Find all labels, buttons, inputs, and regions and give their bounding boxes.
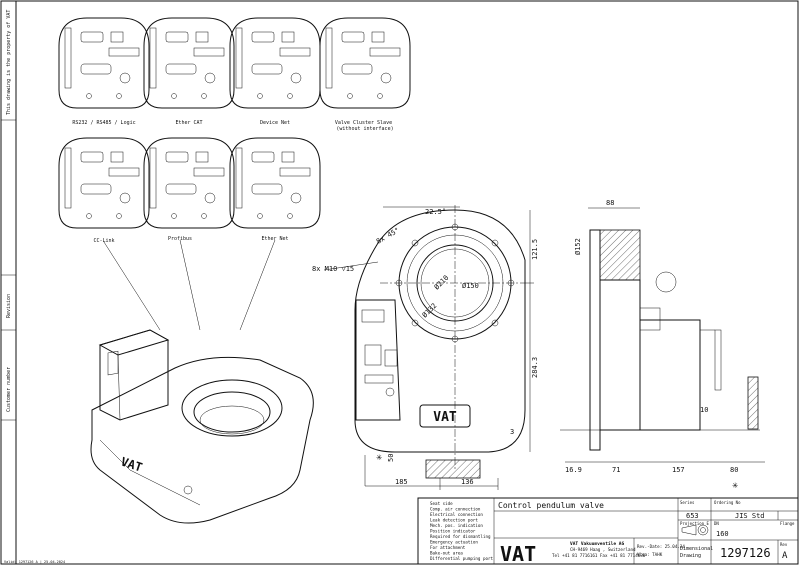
dim-w88: 88 xyxy=(606,199,614,207)
panel-cc-link: CC-Link xyxy=(58,137,150,244)
ordering-label: Ordering No xyxy=(714,500,741,505)
company-name: VAT Vakuumventile AG xyxy=(570,541,624,547)
legend-item: Differential pumping port xyxy=(430,556,494,561)
legend-item: Seat side xyxy=(430,501,453,506)
dim-w136: 136 xyxy=(461,478,474,486)
series-value: 653 xyxy=(686,512,699,520)
asterisk-icon: ✳ xyxy=(732,480,738,491)
visa: Visa: TAHK xyxy=(637,552,663,557)
projection-symbol-icon xyxy=(681,524,709,536)
legend-item: Bake-out area xyxy=(430,551,463,556)
dim-d210: Ø210 xyxy=(433,274,451,292)
legend-item: Electrical connection xyxy=(430,512,483,517)
dim-h50: 50 xyxy=(387,454,395,462)
dim-h121: 121.5 xyxy=(531,239,539,260)
legend-item: For attachment xyxy=(430,545,466,550)
rev-value: A xyxy=(782,551,788,561)
dim-d150: Ø150 xyxy=(462,282,479,290)
customer-number-label: Customer number xyxy=(6,367,12,412)
asterisk-icon: ✳ xyxy=(376,452,382,463)
legend-item: Position indicator xyxy=(430,529,476,534)
side-view: 88 Ø152 10 16.9 71 157 80 ✳ xyxy=(560,199,765,491)
dim-w16-9: 16.9 xyxy=(565,466,582,474)
dim-bolt: 8x M10 ▽15 xyxy=(312,265,354,273)
revision-label: Revision xyxy=(6,294,12,318)
panel-devicenet: Device Net xyxy=(229,17,321,126)
projection-label: Projection E xyxy=(680,521,709,526)
dim-angle-8x: 8x 45° xyxy=(375,226,401,246)
legend-list: Seat side Comp. air connection Electrica… xyxy=(430,501,494,561)
legend-item: Required for dismantling xyxy=(430,534,491,539)
vat-logo: VAT xyxy=(500,542,536,566)
panel-label: RS232 / RS485 / Logic xyxy=(72,120,135,126)
drawing-title: Control pendulum valve xyxy=(498,501,604,510)
doc-type-2: Drawing xyxy=(680,553,701,559)
panel-label: CC-Link xyxy=(93,238,114,244)
panel-ethercat: Ether CAT xyxy=(143,17,235,126)
footer-id: Valid: 1297126_A | 25.04.2024 xyxy=(4,560,65,564)
dim-w80: 80 xyxy=(730,466,738,474)
front-view: VAT 22.5° 8x 45° 8x M10 ▽15 Ø210 Ø150 Ø1… xyxy=(312,205,539,490)
rev-date: Rev.-Date: 25.04.24 xyxy=(637,544,685,549)
panel-label: Ether CAT xyxy=(175,120,202,126)
panel-valve-cluster: Valve Cluster Slave (without interface) xyxy=(319,17,411,132)
legend-item: Leak detection port xyxy=(430,518,478,523)
dim-angle-top: 22.5° xyxy=(425,208,446,216)
doc-type-1: Dimensional xyxy=(680,546,713,552)
panel-label: Device Net xyxy=(260,120,290,126)
legend-item: Emergency actuation xyxy=(430,540,478,545)
panel-label: Ether Net xyxy=(261,236,288,242)
rev-label: Rev xyxy=(780,542,788,547)
panel-profibus: Profibus xyxy=(143,137,235,242)
dn-value: 160 xyxy=(716,530,729,538)
doc-number: 1297126 xyxy=(720,546,771,560)
series-label: Series xyxy=(680,500,695,505)
dim-w185: 185 xyxy=(395,478,408,486)
ordering-value: JIS Std xyxy=(735,512,765,520)
panel-label: Profibus xyxy=(168,236,192,242)
flange-label: Flange xyxy=(780,521,795,526)
title-block: Seat side Comp. air connection Electrica… xyxy=(417,497,799,566)
isometric-valve-view: VAT xyxy=(90,329,314,524)
dim-d10: 10 xyxy=(700,406,708,414)
panel-rs232: RS232 / RS485 / Logic xyxy=(58,17,150,126)
iso-logo: VAT xyxy=(119,455,144,475)
company-address: CH-9469 Haag , Switzerland xyxy=(570,547,636,552)
front-logo: VAT xyxy=(433,410,457,425)
dim-w157: 157 xyxy=(672,466,685,474)
panel-label: Valve Cluster Slave (without interface) xyxy=(335,120,395,132)
panel-ethernet: Ether Net xyxy=(229,137,321,242)
dim-d152: Ø152 xyxy=(574,238,582,255)
dim-w71: 71 xyxy=(612,466,620,474)
dim-h284: 284.3 xyxy=(531,357,539,378)
dn-label: DN xyxy=(714,521,719,526)
property-text: This drawing is the property of VAT xyxy=(6,10,12,115)
legend-item: Comp. air connection xyxy=(430,507,481,512)
legend-item: Mech. pos. indication xyxy=(430,523,483,528)
company-contact: Tel +41 81 7716161 Fax +41 81 7714830 xyxy=(552,553,646,558)
dim-d3: 3 xyxy=(510,428,514,436)
